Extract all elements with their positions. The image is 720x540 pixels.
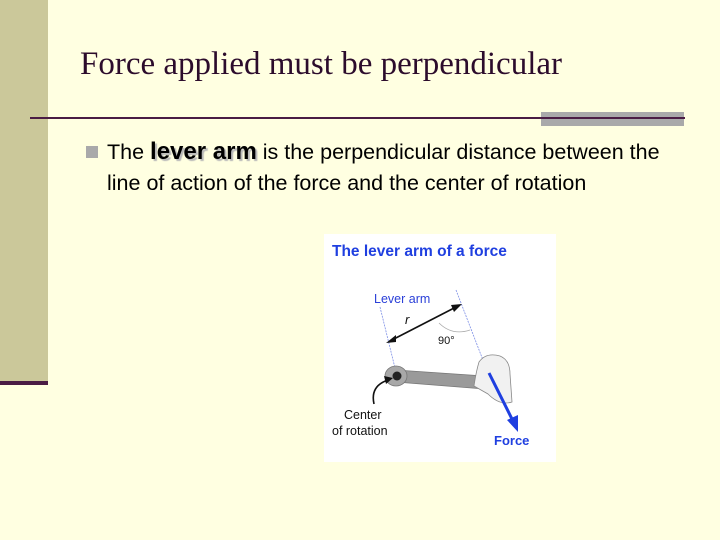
slide-title: Force applied must be perpendicular	[80, 46, 562, 82]
r-label: r	[405, 312, 410, 327]
arrow-head-left-icon	[386, 335, 396, 343]
bullet-text: The lever arm is the perpendicular dista…	[107, 136, 697, 199]
guide-line-left	[379, 306, 396, 369]
center-label-line2: of rotation	[332, 424, 388, 438]
sidebar-rule	[0, 381, 48, 385]
force-arrow-head-icon	[507, 415, 518, 432]
title-divider	[30, 117, 685, 119]
figure-title: The lever arm of a force	[332, 243, 507, 260]
center-of-rotation-icon	[392, 371, 402, 381]
lever-arm-line	[389, 305, 459, 342]
center-pointer-line	[372, 379, 389, 405]
arrow-head-right-icon	[451, 304, 462, 312]
title-divider-overlay	[541, 117, 684, 119]
lever-arm-figure: The lever arm of a force Lever arm r 90°…	[324, 234, 556, 462]
center-pointer-head-icon	[384, 376, 393, 384]
bullet-square-icon	[86, 146, 98, 158]
angle-label: 90°	[438, 335, 455, 347]
sidebar-decoration	[0, 0, 48, 381]
lever-arm-label: Lever arm	[374, 292, 430, 306]
center-label-line1: Center	[344, 408, 382, 422]
title-accent-bar	[541, 112, 684, 126]
bullet-emphasis: lever arm	[150, 138, 257, 165]
force-arrow-line	[487, 372, 515, 422]
wrench-handle	[395, 369, 485, 390]
bullet-prefix: The	[107, 140, 151, 164]
guide-line-right	[455, 289, 497, 395]
force-label: Force	[494, 433, 529, 448]
bullet-suffix: is the perpendicular distance between th…	[107, 140, 660, 195]
right-angle-arc	[438, 322, 471, 333]
